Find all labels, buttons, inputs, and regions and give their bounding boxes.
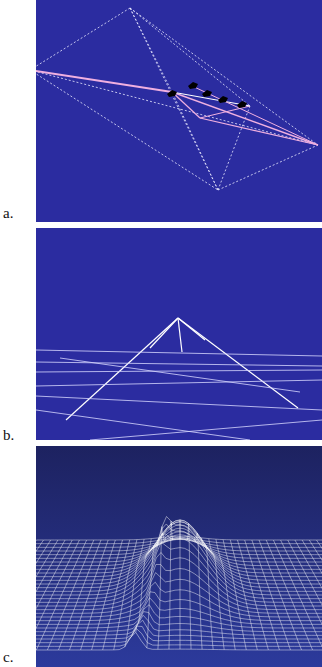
wire <box>36 8 130 70</box>
wire <box>172 92 250 106</box>
mesh-line <box>36 540 44 650</box>
mesh-line <box>58 540 101 650</box>
wire <box>36 70 318 145</box>
panel-letter: b. <box>3 428 14 443</box>
mesh-line <box>36 573 322 614</box>
mesh-line <box>36 536 322 540</box>
mesh-line <box>302 540 322 650</box>
wire <box>60 358 300 392</box>
wire <box>150 318 178 348</box>
wire <box>178 318 298 408</box>
mesh-line <box>36 522 322 577</box>
mesh-line <box>36 535 322 562</box>
wire <box>36 70 218 190</box>
mesh-line <box>309 540 322 650</box>
wire <box>36 410 250 440</box>
wire <box>36 350 322 356</box>
bird-marker <box>188 82 198 89</box>
mesh-line <box>147 538 159 648</box>
wire <box>66 318 178 420</box>
mesh-line <box>36 534 322 599</box>
wire <box>172 92 318 145</box>
mesh-line <box>316 540 322 650</box>
bird-marker <box>167 90 177 97</box>
mesh-line <box>92 540 123 650</box>
mesh-line <box>237 540 268 650</box>
mesh-line <box>36 628 322 646</box>
mesh-line <box>169 521 173 649</box>
wire <box>178 318 182 352</box>
mesh-line <box>36 525 322 573</box>
wire <box>36 70 172 92</box>
panel-letter: a. <box>3 206 13 221</box>
mesh-line <box>81 540 116 650</box>
wire <box>36 396 322 410</box>
mesh-line <box>194 533 202 649</box>
mesh-line <box>36 524 322 595</box>
bird-marker <box>218 96 228 103</box>
mesh-line <box>114 540 137 650</box>
mesh-line <box>36 528 322 569</box>
wire <box>200 118 318 145</box>
panel-ground <box>36 446 322 667</box>
mesh-line <box>36 540 86 650</box>
wireframe-b <box>36 318 322 440</box>
wire <box>130 8 250 106</box>
mesh-line <box>295 540 322 650</box>
panel-ground <box>36 0 322 222</box>
mesh-line <box>70 540 109 650</box>
wireframe-c <box>36 516 322 650</box>
wire <box>36 370 322 372</box>
mesh-line <box>36 539 322 547</box>
wire <box>130 8 218 190</box>
mesh-line <box>36 540 79 650</box>
wire <box>218 145 318 190</box>
mesh-line <box>47 540 93 650</box>
mesh-line <box>36 537 322 558</box>
panel-ground <box>36 228 322 440</box>
mesh-line <box>136 539 151 633</box>
mesh-line <box>36 540 65 650</box>
wire <box>178 318 205 340</box>
mesh-line <box>216 539 235 650</box>
mesh-line <box>158 527 166 650</box>
wire <box>200 106 250 118</box>
mesh-line <box>202 538 214 650</box>
mesh-line <box>187 524 191 650</box>
mesh-line <box>36 552 322 606</box>
mesh-line <box>259 540 302 650</box>
wire <box>90 420 322 440</box>
mesh-line <box>36 626 322 643</box>
panel-letter: c. <box>3 650 13 665</box>
mesh-line <box>36 532 322 566</box>
mesh-line <box>180 520 181 649</box>
bird-marker <box>202 90 212 97</box>
mesh-line <box>266 540 312 650</box>
mesh-line <box>209 539 224 650</box>
mesh-line <box>36 521 322 587</box>
mesh-line <box>281 540 322 650</box>
mesh-line <box>273 540 322 650</box>
bird-marker <box>237 101 247 108</box>
wire <box>130 8 318 145</box>
wire <box>130 8 172 92</box>
mesh-line <box>125 539 144 647</box>
wire <box>190 85 318 145</box>
mesh-line <box>103 540 130 650</box>
mesh-line <box>36 612 322 632</box>
mesh-line <box>36 540 37 650</box>
wireframe-a <box>36 8 318 190</box>
wire <box>36 362 322 366</box>
mesh-line <box>252 540 291 650</box>
mesh-line <box>245 540 280 650</box>
mesh-line <box>36 516 322 591</box>
wire <box>36 380 322 386</box>
mesh-line <box>288 540 322 650</box>
